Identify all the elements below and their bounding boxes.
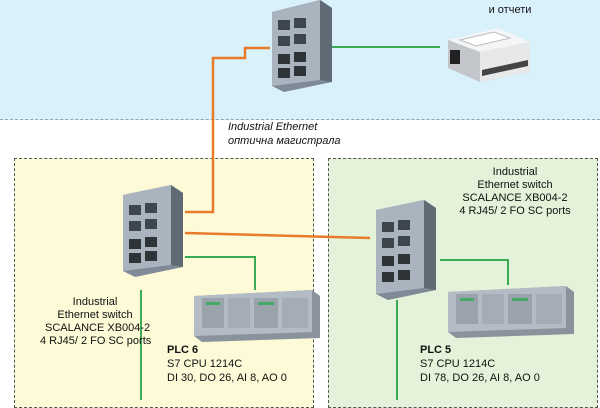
left-switch-label-line2: Ethernet switch [57, 309, 133, 321]
plc5-io: DI 78, DO 26, AI 8, AO 0 [420, 372, 540, 384]
fiber-link-top-left [185, 46, 270, 214]
fiber-link-left-right [184, 231, 371, 240]
plc6-io: DI 30, DO 26, AI 8, AO 0 [167, 372, 287, 384]
plc5-zone [328, 158, 598, 408]
plc6-device [194, 290, 320, 342]
backbone-label-line1: Industrial Ethernet [228, 121, 318, 133]
top-ethernet-switch [272, 0, 332, 92]
right-switch-label-line3: SCALANCE XB004-2 [462, 192, 568, 204]
plc5-name: PLC 5 [420, 344, 452, 356]
left-switch-label-line3: SCALANCE XB004-2 [45, 322, 151, 334]
printer-icon [448, 28, 530, 82]
plc5-model: S7 CPU 1214C [420, 358, 496, 370]
plc5-device [448, 286, 574, 338]
right-switch-label-line4: 4 RJ45/ 2 FO SC ports [459, 205, 571, 217]
left-switch-label-line4: 4 RJ45/ 2 FO SC ports [40, 335, 152, 347]
ethernet-link-plc5 [440, 259, 509, 285]
report-label-line2: и отчети [488, 4, 532, 16]
left-switch-label-line1: Industrial [72, 296, 118, 308]
backbone-label-line2: оптична магистрала [228, 135, 341, 147]
right-ethernet-switch [376, 200, 436, 300]
right-switch-label-line1: Industrial [492, 166, 538, 178]
right-switch-label-line2: Ethernet switch [477, 179, 553, 191]
ethernet-link-plc6 [185, 256, 256, 290]
plc6-name: PLC 6 [167, 344, 199, 356]
left-ethernet-switch [123, 185, 183, 277]
plc6-model: S7 CPU 1214C [167, 358, 243, 370]
